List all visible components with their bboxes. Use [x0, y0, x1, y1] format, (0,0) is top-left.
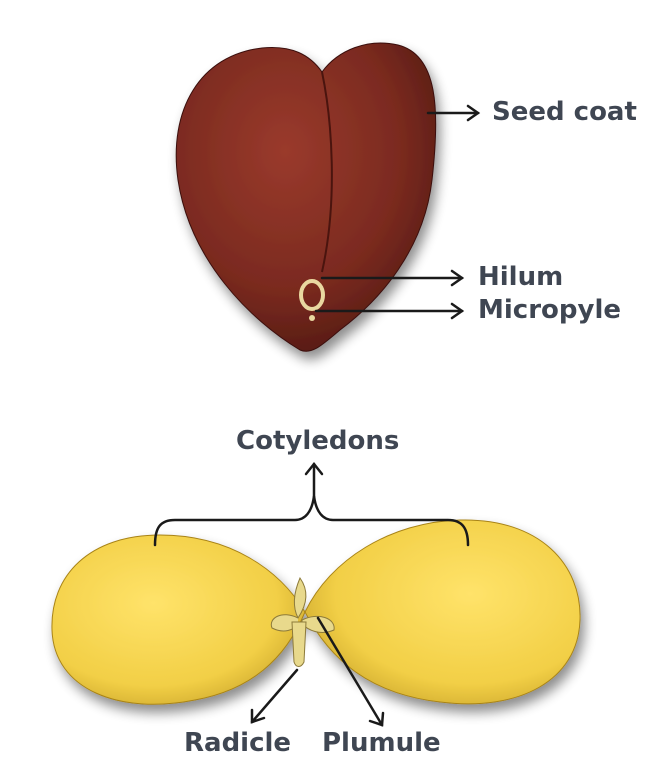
plumule-label: Plumule	[322, 730, 441, 756]
seed-coat-label: Seed coat	[492, 99, 637, 125]
radicle-pointer	[252, 670, 297, 722]
left-cotyledon	[52, 535, 305, 704]
right-cotyledon	[305, 520, 580, 704]
micropyle-mark	[309, 315, 315, 321]
micropyle-label: Micropyle	[478, 297, 621, 323]
cotyledons-label: Cotyledons	[236, 428, 399, 454]
cotyledons-shape	[52, 520, 580, 704]
hilum-label: Hilum	[478, 264, 563, 290]
radicle-shape	[292, 622, 306, 667]
radicle-label: Radicle	[184, 730, 291, 756]
